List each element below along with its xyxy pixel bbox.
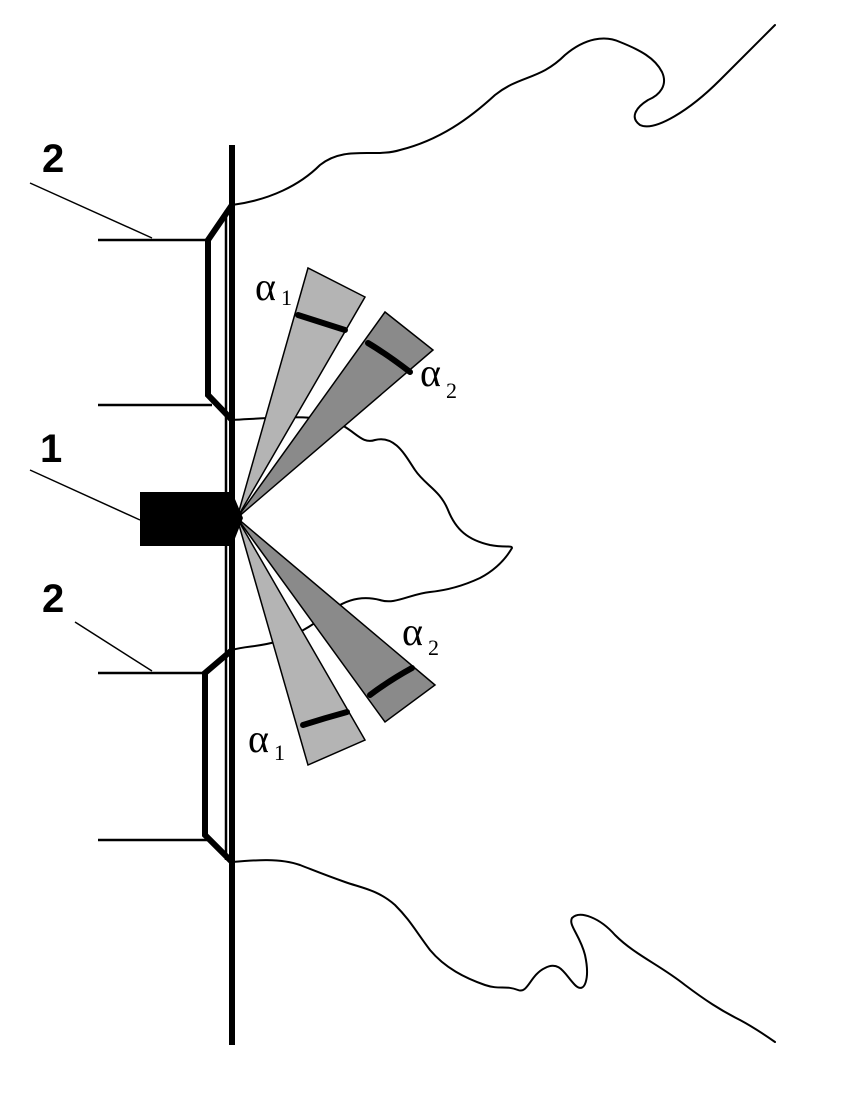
leader-branch-bottom: [74, 621, 153, 672]
label-branch-bottom: 2: [42, 577, 64, 621]
alpha-symbol: α: [255, 264, 276, 309]
label-device: 1: [40, 427, 62, 471]
alpha-symbol: α: [402, 609, 423, 654]
arc-arrow-top-alpha1: [295, 312, 348, 333]
arc-arrow-bottom-alpha2: [367, 665, 415, 698]
beam-top-alpha1: [236, 266, 367, 519]
label-angle-bottom-alpha2: α 2: [402, 609, 439, 660]
alpha-symbol: α: [248, 716, 269, 761]
leader-device: [29, 469, 141, 521]
alpha-subscript: 1: [274, 740, 285, 765]
coastline-bottom: [231, 859, 776, 1043]
alpha-subscript: 2: [446, 378, 457, 403]
device-block: [140, 492, 232, 546]
label-angle-bottom-alpha1: α 1: [248, 716, 285, 765]
beam-bottom-alpha2: [236, 517, 437, 724]
bottom-branch-loop: [202, 647, 235, 865]
label-angle-top-alpha1: α 1: [255, 264, 292, 310]
alpha-subscript: 1: [281, 285, 292, 310]
top-branch-loop: [205, 203, 235, 423]
beam-top-alpha2: [236, 310, 435, 519]
leader-branch-top: [29, 182, 153, 239]
arc-arrow-top-alpha2: [365, 340, 413, 375]
label-branch-top: 2: [42, 137, 64, 181]
coastline-top: [231, 24, 776, 206]
alpha-symbol: α: [420, 350, 441, 395]
arc-arrow-bottom-alpha1: [300, 709, 350, 728]
beam-bottom-alpha1: [236, 517, 367, 767]
label-angle-top-alpha2: α 2: [420, 350, 457, 403]
device-emitter: [232, 492, 243, 546]
alpha-subscript: 2: [428, 635, 439, 660]
